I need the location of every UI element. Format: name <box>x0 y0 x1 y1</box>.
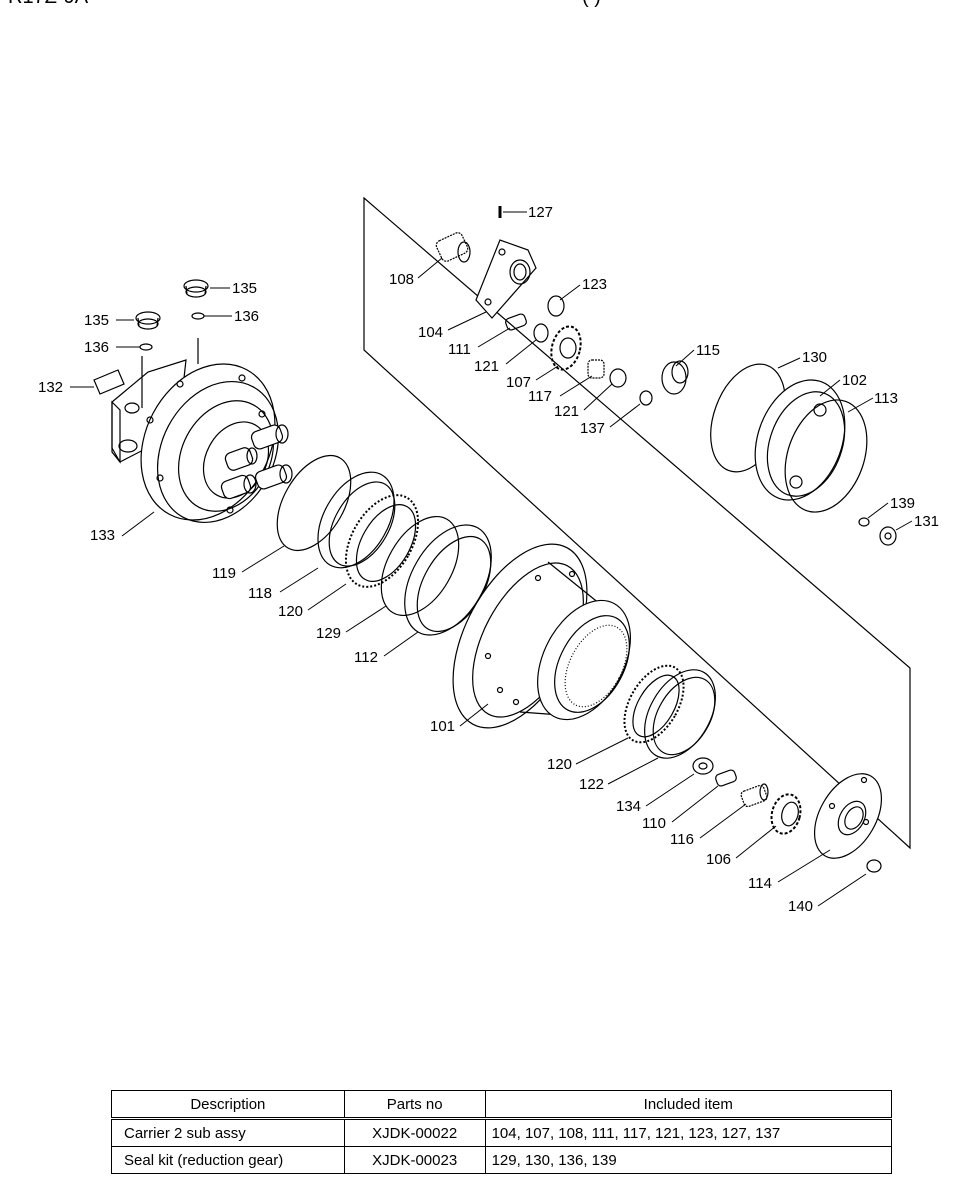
header-included-item: Included item <box>484 1090 893 1120</box>
label-135-a: 135 <box>84 312 109 329</box>
page-header: R17Z-9A ( ) <box>0 0 954 16</box>
header-description: Description <box>111 1090 345 1120</box>
label-108: 108 <box>389 271 414 288</box>
o-ring-139 <box>858 517 870 527</box>
needle-bearing-116 <box>740 783 769 808</box>
cell-included-item: 129, 130, 136, 139 <box>484 1146 893 1174</box>
table-row: Seal kit (reduction gear) XJDK-00023 129… <box>111 1146 893 1174</box>
label-117: 117 <box>528 388 552 405</box>
label-130: 130 <box>802 349 827 366</box>
nameplate-132 <box>93 369 125 395</box>
label-136-a: 136 <box>84 339 109 356</box>
gear-106 <box>770 793 802 835</box>
gear-107 <box>550 325 582 371</box>
carrier-104 <box>475 239 537 319</box>
label-104: 104 <box>418 324 443 341</box>
cell-description: Carrier 2 sub assy <box>111 1118 345 1147</box>
label-140: 140 <box>788 898 813 915</box>
needle-bearing-108 <box>435 232 471 263</box>
header-mark: ( ) <box>582 0 601 9</box>
bearing-120-b <box>623 664 685 744</box>
table-row: Carrier 2 sub assy XJDK-00022 104, 107, … <box>111 1118 893 1147</box>
label-101: 101 <box>430 718 455 735</box>
bearing-120-a <box>344 494 420 588</box>
o-ring-136-b <box>191 312 205 320</box>
label-113: 113 <box>874 390 898 407</box>
o-ring-129 <box>380 515 460 617</box>
cell-included-item: 104, 107, 108, 111, 117, 121, 123, 127, … <box>484 1118 893 1147</box>
label-133: 133 <box>90 527 115 544</box>
label-106: 106 <box>706 851 731 868</box>
label-132: 132 <box>38 379 63 396</box>
label-123: 123 <box>582 276 607 293</box>
gasket-119 <box>276 454 352 552</box>
label-139: 139 <box>890 495 915 512</box>
label-136-b: 136 <box>234 308 259 325</box>
label-129: 129 <box>316 625 341 642</box>
snap-ring-137 <box>639 390 653 406</box>
table-header-row: Description Parts no Included item <box>111 1090 893 1120</box>
snap-ring-113 <box>784 399 868 513</box>
parts-kit-table: Description Parts no Included item Carri… <box>111 1090 893 1174</box>
label-131: 131 <box>914 513 939 530</box>
leader-lines <box>70 211 913 907</box>
label-120-a: 120 <box>278 603 303 620</box>
ring-gear-housing-101 <box>452 543 631 729</box>
bushing-115 <box>661 360 689 395</box>
label-121-a: 121 <box>474 358 499 375</box>
pin-111 <box>505 313 527 331</box>
plug-131 <box>879 526 897 546</box>
pin-110 <box>715 769 737 787</box>
needle-bearing-117 <box>587 359 605 379</box>
header-parts-no: Parts no <box>343 1090 486 1120</box>
label-114: 114 <box>748 875 772 892</box>
part-labels: 127 108 123 135 135 136 136 104 111 121 … <box>38 204 939 915</box>
snap-ring-140 <box>866 859 882 873</box>
carrier-group-frame <box>363 196 911 850</box>
plug-135-a <box>135 311 161 330</box>
label-120-b: 120 <box>547 756 572 773</box>
label-119: 119 <box>212 565 236 582</box>
label-127: 127 <box>528 204 553 221</box>
cell-parts-no: XJDK-00023 <box>343 1146 486 1174</box>
motor-housing-133 <box>111 338 293 524</box>
snap-ring-123 <box>547 295 565 317</box>
thrust-plate-114 <box>813 773 883 859</box>
label-107: 107 <box>506 374 531 391</box>
label-111: 111 <box>448 341 471 358</box>
label-116: 116 <box>670 831 694 848</box>
label-118: 118 <box>248 585 272 602</box>
label-110: 110 <box>642 815 666 832</box>
label-135-b: 135 <box>232 280 257 297</box>
model-label: R17Z-9A <box>8 0 88 9</box>
plug-135-b <box>183 279 209 298</box>
label-137: 137 <box>580 420 605 437</box>
label-121-b: 121 <box>554 403 579 420</box>
washer-121-a <box>533 323 549 343</box>
label-122: 122 <box>579 776 604 793</box>
label-112: 112 <box>354 649 378 666</box>
cover-102 <box>754 379 846 501</box>
cell-description: Seal kit (reduction gear) <box>111 1146 345 1174</box>
exploded-parts-diagram: 127 108 123 135 135 136 136 104 111 121 … <box>38 196 939 915</box>
washer-121-b <box>609 368 627 388</box>
washer-134 <box>692 757 714 775</box>
o-ring-136-a <box>139 343 153 351</box>
label-102: 102 <box>842 372 867 389</box>
seal-118 <box>317 471 395 569</box>
label-134: 134 <box>616 798 641 815</box>
label-115: 115 <box>696 342 720 359</box>
cell-parts-no: XJDK-00022 <box>343 1118 486 1147</box>
